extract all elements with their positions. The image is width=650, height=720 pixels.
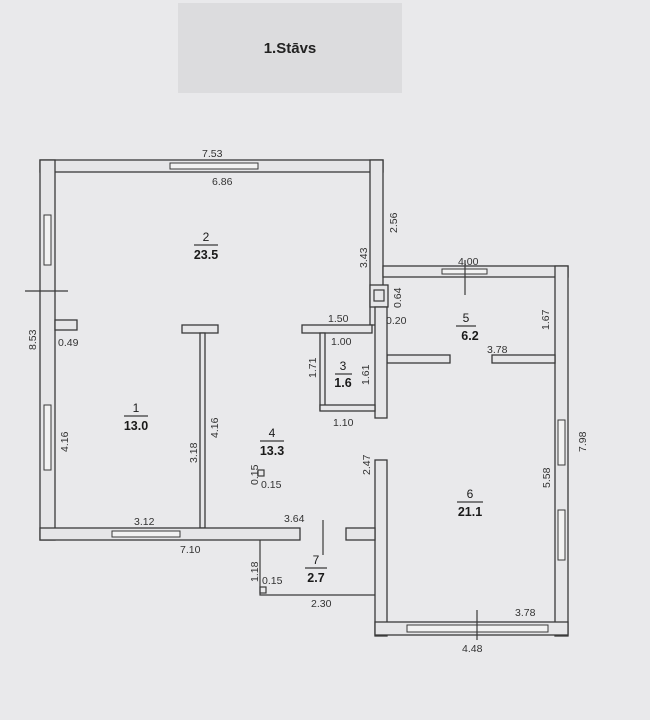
column xyxy=(257,469,265,477)
column xyxy=(259,586,267,594)
floor-title: 1.Stāvs xyxy=(263,39,317,57)
room-1-number: 1 xyxy=(133,401,140,415)
window xyxy=(557,419,566,466)
window xyxy=(43,404,52,471)
dim: 6.86 xyxy=(212,176,233,188)
room-4-area: 13.3 xyxy=(260,444,284,458)
dim: 0.49 xyxy=(58,337,79,349)
dim: 0.20 xyxy=(386,315,407,327)
dim: 7.10 xyxy=(180,544,201,556)
dimension-labels: 7.53 6.86 2.56 3.43 8.53 0.49 0.64 0.20 … xyxy=(27,148,589,655)
window xyxy=(169,162,259,170)
window xyxy=(43,214,52,266)
dim: 3.43 xyxy=(358,247,370,268)
dim: 0.15 xyxy=(261,479,282,491)
walls xyxy=(25,159,569,640)
partition-room1-room4 xyxy=(199,332,206,529)
floor-title-box: 1.Stāvs xyxy=(178,3,402,93)
dim: 1.61 xyxy=(360,364,372,385)
dim: 1.00 xyxy=(331,336,352,348)
dim: 0.15 xyxy=(262,575,283,587)
dim: 2.47 xyxy=(361,454,373,475)
wall-room3-top xyxy=(301,324,373,334)
wall-bottom-left xyxy=(345,527,376,541)
dim: 4.16 xyxy=(59,431,71,452)
room7-outline xyxy=(259,540,375,596)
dim: 2.56 xyxy=(388,212,400,233)
dim: 1.71 xyxy=(307,357,319,378)
chimney-flue xyxy=(373,289,385,302)
dim: 4.16 xyxy=(209,417,221,438)
room-7-number: 7 xyxy=(313,553,320,567)
dim: 3.78 xyxy=(515,607,536,619)
wall-room4-right xyxy=(374,306,388,419)
dim: 2.30 xyxy=(311,598,332,610)
wall-room5-bottom xyxy=(491,354,556,364)
dim: 8.53 xyxy=(27,329,39,350)
room-6-area: 21.1 xyxy=(458,505,482,519)
dim: 7.53 xyxy=(202,148,223,160)
room-4-number: 4 xyxy=(269,426,276,440)
wall-niche xyxy=(54,319,78,331)
room-6-number: 6 xyxy=(467,487,474,501)
room-5-number: 5 xyxy=(463,311,470,325)
window xyxy=(111,530,181,538)
dim: 5.58 xyxy=(541,467,553,488)
room-3-number: 3 xyxy=(340,359,347,373)
dim: 3.12 xyxy=(134,516,155,528)
room-2-area: 23.5 xyxy=(194,248,218,262)
dim: 3.64 xyxy=(284,513,305,525)
dim: 3.18 xyxy=(188,442,200,463)
dim: 1.18 xyxy=(249,561,261,582)
room-2-number: 2 xyxy=(203,230,210,244)
dim: 7.98 xyxy=(577,431,589,452)
partition-head xyxy=(181,324,219,334)
window xyxy=(557,509,566,561)
wall-room6-left xyxy=(374,459,388,637)
dim: 3.78 xyxy=(487,344,508,356)
dim: 4.48 xyxy=(462,643,483,655)
dim: 4.00 xyxy=(458,256,479,268)
dim: 0.64 xyxy=(392,287,404,308)
room-labels: 1 13.0 2 23.5 3 1.6 4 13.3 5 6.2 6 21.1 … xyxy=(124,230,483,585)
room-5-area: 6.2 xyxy=(461,329,478,343)
wall-room3-left xyxy=(319,332,326,411)
room-1-area: 13.0 xyxy=(124,419,148,433)
room-7-area: 2.7 xyxy=(307,571,324,585)
wall-room5-bottom xyxy=(386,354,451,364)
room-3-area: 1.6 xyxy=(334,376,351,390)
dim: 1.10 xyxy=(333,417,354,429)
dim: 1.67 xyxy=(540,309,552,330)
wall-room3-bottom xyxy=(319,404,376,412)
chimney xyxy=(369,284,389,308)
dim: 0.15 xyxy=(249,464,261,485)
dim: 1.50 xyxy=(328,313,349,325)
